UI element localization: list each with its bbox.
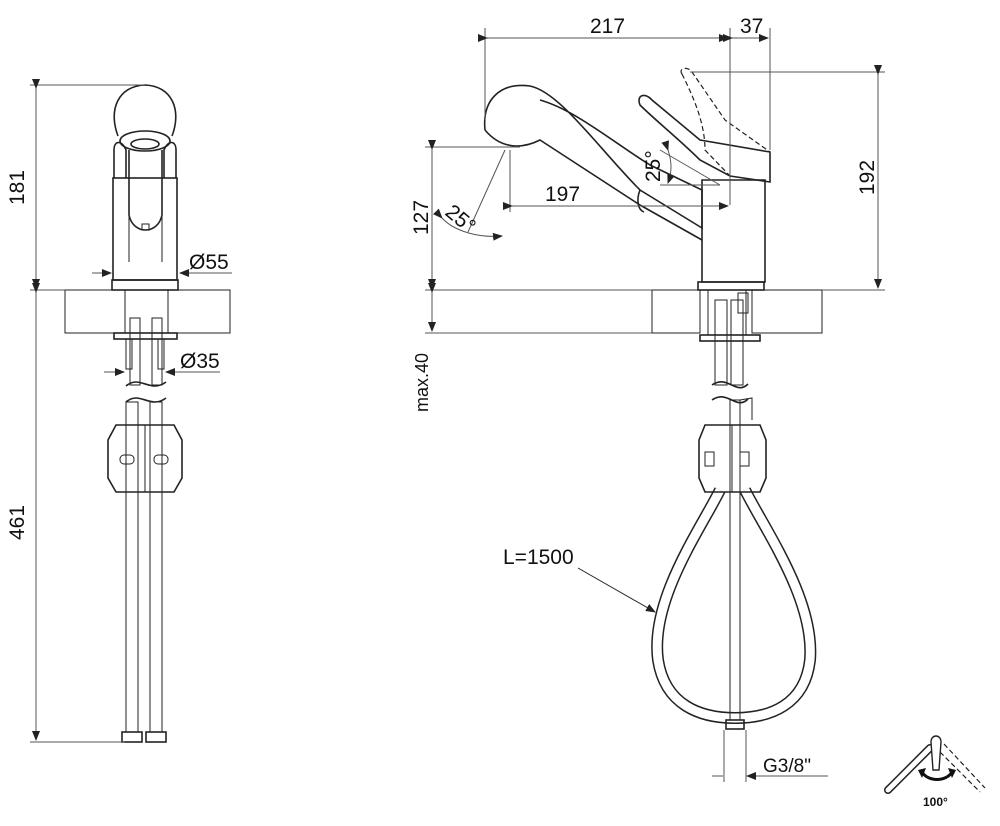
side-shank (699, 289, 761, 404)
dim-text-spout-angle: 25° (441, 200, 480, 238)
rotation-label: 100° (923, 795, 948, 809)
dim-text-197: 197 (545, 183, 580, 206)
dim-text-127: 127 (410, 200, 433, 235)
dimension-max40: max.40 (412, 283, 652, 412)
side-countertop-right (751, 289, 823, 334)
dimension-461: 461 (6, 283, 125, 743)
countertop-left (64, 289, 126, 334)
front-hose-right (149, 401, 163, 733)
dimension-37: 37 (723, 15, 769, 42)
dimension-197: 197 (503, 150, 729, 212)
side-countertop-left (651, 289, 701, 334)
side-connector (725, 719, 745, 730)
side-view: 217 37 192 127 max.40 197 (410, 15, 885, 782)
dimension-192: 192 (690, 65, 885, 291)
dimension-127: 127 (410, 140, 652, 291)
dim-text-thread: G3/8" (763, 756, 811, 777)
hose-loop (651, 487, 817, 725)
front-hose-clamp (107, 424, 183, 493)
dim-text-37: 37 (740, 15, 763, 38)
dimension-diameter-35: Ø35 (104, 350, 220, 376)
countertop-right (167, 289, 231, 334)
front-connector-right (145, 731, 167, 743)
dim-text-handle-angle: 25° (642, 150, 665, 182)
dimension-181: 181 (6, 79, 145, 291)
dimension-hose-length: L=1500 (503, 546, 656, 613)
dim-text-181: 181 (6, 170, 29, 205)
dim-text-192: 192 (856, 160, 879, 195)
rotation-100-icon: 100° (884, 735, 986, 809)
dimension-thread: G3/8" (712, 730, 828, 782)
dimension-diameter-55: Ø55 (92, 251, 232, 277)
dim-text-461: 461 (6, 505, 29, 540)
dim-text-d55: Ø55 (189, 251, 229, 274)
dimension-spout-angle: 25° (432, 149, 506, 241)
faucet-spout (483, 84, 703, 241)
faucet-body-side (697, 179, 766, 291)
front-shank (113, 289, 178, 403)
front-hose-left (125, 401, 139, 733)
dim-text-hose-length: L=1500 (503, 546, 574, 569)
front-connector-left (121, 731, 143, 743)
side-hose-clamp (698, 424, 767, 493)
front-view: 181 461 Ø55 Ø35 (6, 79, 232, 743)
dim-text-d35: Ø35 (180, 350, 220, 373)
dim-text-217: 217 (590, 15, 625, 38)
dimension-handle-angle: 25° (642, 140, 721, 186)
dimension-217: 217 (478, 15, 771, 205)
dim-text-max40: max.40 (412, 353, 432, 412)
faucet-body (111, 84, 179, 291)
